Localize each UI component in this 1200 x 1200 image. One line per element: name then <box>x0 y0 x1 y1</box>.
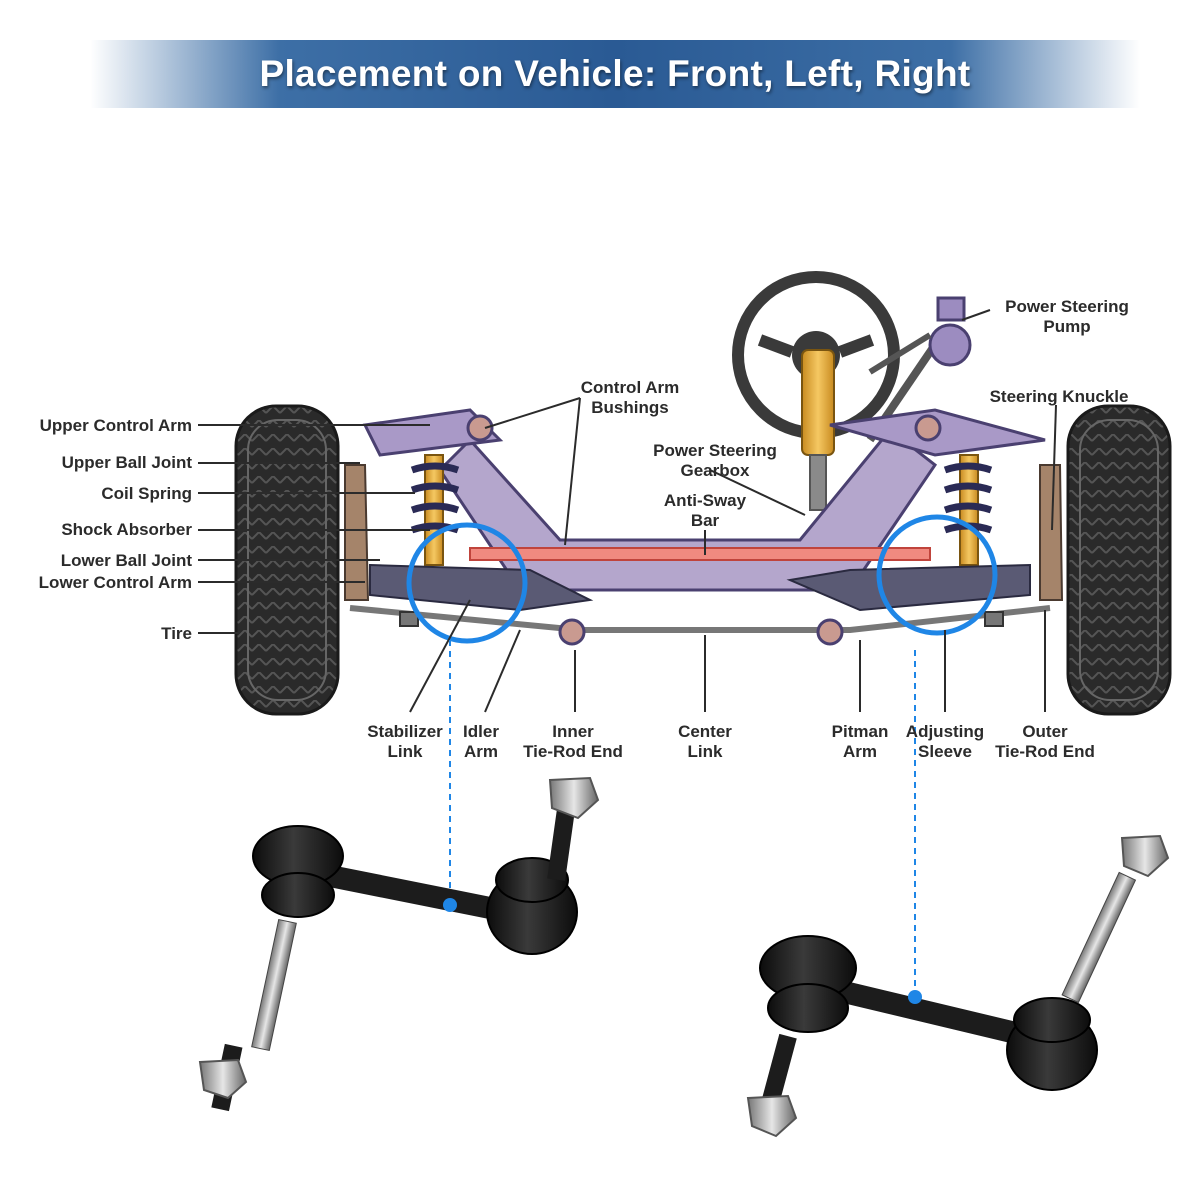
leader-lines <box>198 309 1057 713</box>
label-shock-absorber: Shock Absorber <box>61 520 192 539</box>
label-coil-spring: Coil Spring <box>101 484 192 503</box>
steering-wheel <box>732 271 900 511</box>
left-stabilizer-highlight <box>406 522 528 644</box>
label-anti-sway-bar: Anti-Sway Bar <box>663 491 747 530</box>
right-lower-control-arm <box>786 563 1031 612</box>
left-steering-knuckle <box>344 464 370 601</box>
stabilizer-link-part-right <box>746 834 1170 1138</box>
label-tire: Tire <box>161 624 192 643</box>
title-banner: Placement on Vehicle: Front, Left, Right <box>90 40 1140 108</box>
right-tire <box>1066 404 1172 716</box>
label-lower-control-arm: Lower Control Arm <box>38 573 192 592</box>
stabilizer-link-part-left <box>198 776 600 1112</box>
right-steering-knuckle <box>1039 464 1064 601</box>
label-center-link: Center Link <box>678 722 732 761</box>
label-idler-arm: Idler Arm <box>463 722 499 761</box>
label-steering-knuckle: Steering Knuckle <box>989 387 1129 406</box>
label-control-arm-bushings: Control Arm Bushings <box>580 378 680 417</box>
steering-linkage <box>349 605 1051 646</box>
label-adjusting-sleeve: Adjusting Sleeve <box>905 722 985 761</box>
anti-sway-bar <box>469 547 931 561</box>
label-inner-tie-rod-end: Inner Tie-Rod End <box>523 722 623 761</box>
left-lower-control-arm <box>369 563 594 612</box>
page-title: Placement on Vehicle: Front, Left, Right <box>259 53 971 94</box>
label-power-steering-gearbox: Power Steering Gearbox <box>653 441 777 480</box>
label-outer-tie-rod-end: Outer Tie-Rod End <box>995 722 1095 761</box>
label-upper-control-arm: Upper Control Arm <box>39 416 192 435</box>
label-stabilizer-link: Stabilizer Link <box>367 722 443 761</box>
label-upper-ball-joint: Upper Ball Joint <box>61 453 192 472</box>
label-power-steering-pump: Power Steering Pump <box>1005 297 1129 336</box>
label-lower-ball-joint: Lower Ball Joint <box>60 551 192 570</box>
right-coil-spring <box>943 454 993 566</box>
right-stabilizer-highlight <box>876 514 998 636</box>
label-pitman-arm: Pitman Arm <box>831 722 889 761</box>
